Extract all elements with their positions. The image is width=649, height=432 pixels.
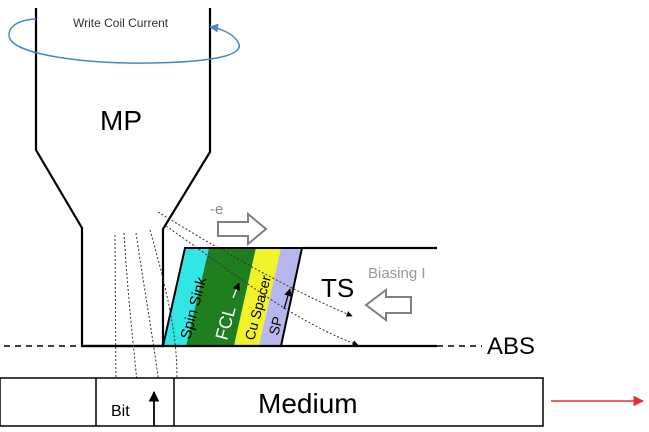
field-line-5 xyxy=(157,211,353,317)
biasing-current-label: Biasing I xyxy=(368,265,426,282)
spin-sink-layer xyxy=(163,248,209,346)
sp-label: SP xyxy=(265,315,285,337)
field-line-2 xyxy=(123,232,141,393)
biasing-current-arrow xyxy=(364,288,412,322)
field-line-6 xyxy=(165,225,359,346)
field-line-4 xyxy=(149,229,180,394)
write-coil-current-label: Write Coil Current xyxy=(73,16,169,30)
fcl-layer xyxy=(186,248,256,346)
field-line-3 xyxy=(135,232,163,393)
electron-label: -e xyxy=(210,201,223,218)
fcl-magnetization-arrow xyxy=(232,282,241,299)
sp-magnetization-arrow xyxy=(283,288,292,310)
sp-layer xyxy=(259,248,302,346)
write-coil-loop xyxy=(8,18,240,64)
electron-flow-arrow xyxy=(217,211,268,247)
field-line-1 xyxy=(112,234,119,393)
bit-label: Bit xyxy=(111,403,130,420)
medium-label: Medium xyxy=(258,388,358,419)
abs-label: ABS xyxy=(487,333,535,360)
medium-box xyxy=(0,377,544,427)
main-pole-label: MP xyxy=(100,105,142,136)
cu-spacer-layer xyxy=(234,248,281,346)
trailing-shield-label: TS xyxy=(321,273,354,303)
